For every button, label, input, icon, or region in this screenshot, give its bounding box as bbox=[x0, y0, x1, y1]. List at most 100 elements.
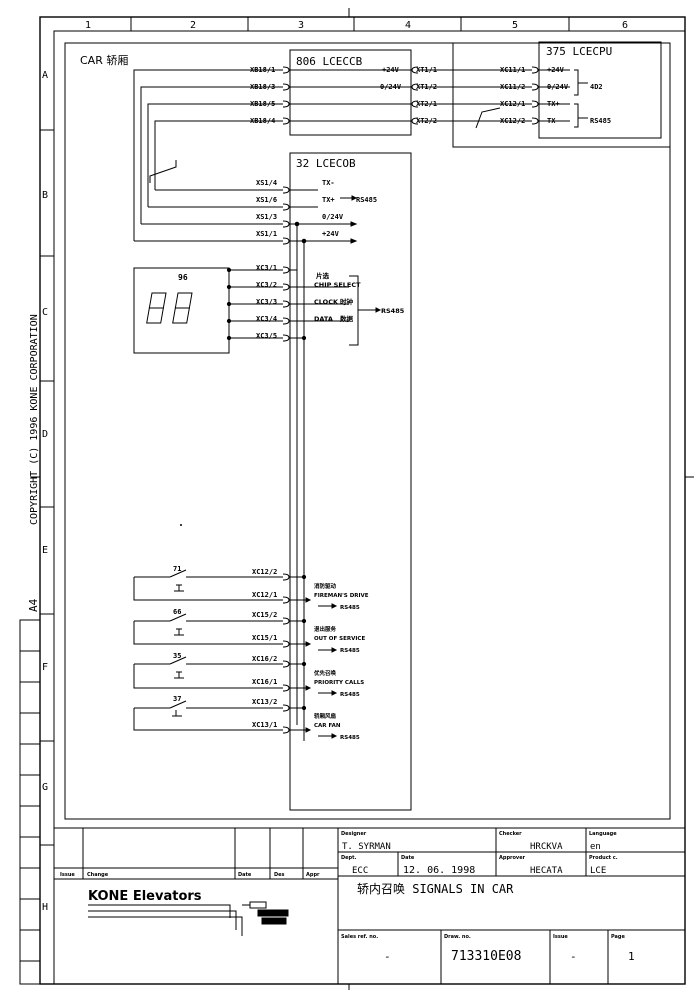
lcecob-pin: XS1/1 bbox=[256, 230, 277, 238]
lcecob-board: 32 LCECOB XS1/4 XS1/6 XS1/3 XS1/1 TX- TX… bbox=[256, 152, 412, 811]
lcecpu-board: 375 LCECPU XC11/1 XC11/2 XC12/1 XC12/2 +… bbox=[500, 41, 662, 139]
switch-id: 37 bbox=[173, 695, 181, 703]
language: en bbox=[590, 842, 601, 852]
row-label: D bbox=[42, 429, 48, 440]
switch-en: CAR FAN bbox=[314, 723, 341, 729]
bus-label: RS485 bbox=[381, 307, 405, 315]
designer: T. SYRMAN bbox=[342, 842, 391, 852]
switch-en: FIREMAN'S DRIVE bbox=[314, 593, 369, 599]
switch-id: 35 bbox=[173, 652, 181, 660]
lcecob-pin: XC3/1 bbox=[256, 264, 277, 272]
field-label: Dept. bbox=[341, 855, 357, 861]
lcecob-label: TX+ bbox=[322, 196, 335, 204]
drawing-title: 轿内召唤 SIGNALS IN CAR bbox=[357, 881, 514, 896]
switch-pin: XC12/1 bbox=[252, 591, 277, 599]
signal-en: CLOCK bbox=[314, 298, 339, 306]
row-label: H bbox=[42, 902, 48, 913]
copyright-notice: COPYRIGHT (C) 1996 KONE CORPORATION bbox=[29, 314, 40, 525]
dept: ECC bbox=[352, 866, 368, 876]
region-divider bbox=[452, 43, 670, 148]
field-label: Draw. no. bbox=[444, 934, 471, 940]
lceccb-title: 806 LCECCB bbox=[296, 55, 363, 68]
rs485-label: RS485 bbox=[356, 196, 377, 204]
drawing-number: 713310E08 bbox=[451, 949, 521, 964]
switch-bus: RS485 bbox=[340, 692, 360, 698]
lcecob-label: TX- bbox=[322, 179, 335, 187]
row-label: A bbox=[42, 70, 48, 81]
bus-wiring bbox=[133, 66, 570, 741]
signal-en: CHIP SELECT bbox=[314, 281, 361, 289]
switch-bus: RS485 bbox=[340, 648, 360, 654]
approver: HECATA bbox=[530, 866, 563, 876]
row-label: F bbox=[42, 662, 48, 673]
switch-pin: XC13/1 bbox=[252, 721, 277, 729]
row-label: G bbox=[42, 782, 48, 793]
signal-cn: 片选 bbox=[316, 271, 330, 280]
field-label: Language bbox=[589, 831, 617, 837]
lcecob-pin: XC3/4 bbox=[256, 315, 277, 323]
lcecob-pin: XC3/5 bbox=[256, 332, 277, 340]
field-label: Approver bbox=[499, 855, 526, 861]
signal-cn: 时钟 bbox=[340, 297, 354, 306]
switch-bus: RS485 bbox=[340, 605, 360, 611]
lcecpu-title: 375 LCECPU bbox=[546, 45, 612, 58]
column-label: 5 bbox=[512, 20, 518, 31]
frame bbox=[19, 8, 694, 990]
switch-pin: XC12/2 bbox=[252, 568, 277, 576]
field-label: Issue bbox=[553, 934, 568, 940]
switch-pin: XC15/1 bbox=[252, 634, 277, 642]
column-label: 2 bbox=[190, 20, 196, 31]
car-label: CAR 轿厢 bbox=[80, 53, 128, 67]
switch-en: PRIORITY CALLS bbox=[314, 680, 364, 686]
switch-pin: XC15/2 bbox=[252, 611, 277, 619]
switch-pin: XC16/1 bbox=[252, 678, 277, 686]
switch-en: OUT OF SERVICE bbox=[314, 636, 365, 642]
column-label: 4 bbox=[405, 20, 411, 31]
title-block: Issue Change Date Des Appr Designer Chec… bbox=[54, 827, 685, 984]
page-number: 1 bbox=[628, 950, 635, 963]
row-label: B bbox=[42, 190, 48, 201]
field-label: Date bbox=[401, 855, 415, 861]
rev-header: Change bbox=[87, 872, 109, 878]
product: LCE bbox=[590, 866, 606, 876]
field-label: Sales ref. no. bbox=[341, 934, 378, 940]
switch-id: 71 bbox=[173, 565, 181, 573]
column-label: 3 bbox=[298, 20, 304, 31]
switch-bus: RS485 bbox=[340, 735, 360, 741]
lcecob-pin: XS1/4 bbox=[256, 179, 277, 187]
display-id: 96 bbox=[178, 273, 188, 282]
lceccb-board: 806 LCECCB XB18/1 XB18/3 XB18/5 XB18/4 +… bbox=[250, 49, 437, 136]
signal-cn: 数据 bbox=[340, 314, 354, 323]
switch-cn: 轿厢风扇 bbox=[314, 712, 337, 720]
column-label: 1 bbox=[85, 20, 91, 31]
rev-header: Appr bbox=[306, 872, 320, 878]
switch-cn: 优先召唤 bbox=[314, 669, 337, 677]
kone-logo: KONE Elevators bbox=[88, 889, 289, 936]
lcecpu-group-label: 4D2 bbox=[590, 83, 603, 91]
lcecob-label: +24V bbox=[322, 230, 340, 238]
lcecob-pin: XC3/3 bbox=[256, 298, 277, 306]
rev-header: Issue bbox=[60, 872, 75, 878]
switch-cn: 消防驱动 bbox=[314, 582, 337, 590]
switch-pin: XC13/2 bbox=[252, 698, 277, 706]
paper-size: A4 bbox=[27, 598, 40, 612]
lcecob-pin: XS1/3 bbox=[256, 213, 277, 221]
svg-text:KONE Elevators: KONE Elevators bbox=[88, 889, 202, 904]
switch-pin: XC16/2 bbox=[252, 655, 277, 663]
switch-cn: 退出服务 bbox=[314, 625, 337, 633]
field-label: Designer bbox=[341, 831, 367, 837]
sales-ref: - bbox=[384, 950, 391, 963]
issue: - bbox=[570, 950, 577, 963]
switch-id: 66 bbox=[173, 608, 181, 616]
date: 12. 06. 1998 bbox=[403, 865, 475, 876]
lcecob-pin: XS1/6 bbox=[256, 196, 277, 204]
rev-header: Date bbox=[238, 872, 252, 878]
lcecob-pin: XC3/2 bbox=[256, 281, 277, 289]
lcecob-title: 32 LCECOB bbox=[296, 157, 356, 170]
field-label: Checker bbox=[499, 831, 522, 837]
switch-inputs: 71 XC12/2 XC12/1 66 XC15/2 XC15/1 35 XC1… bbox=[133, 565, 369, 741]
field-label: Page bbox=[611, 934, 625, 940]
checker: HRCKVA bbox=[530, 842, 563, 852]
lcecob-label: 0/24V bbox=[322, 213, 344, 221]
